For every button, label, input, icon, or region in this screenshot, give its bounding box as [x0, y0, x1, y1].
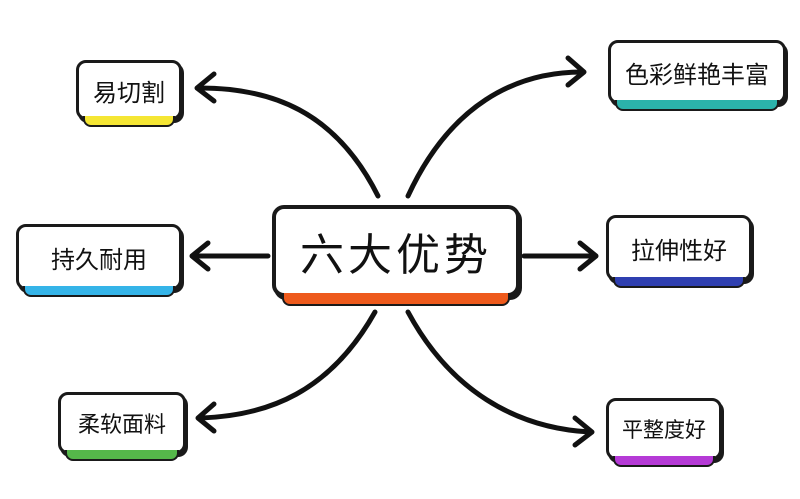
arrowhead-easy-cut [194, 71, 217, 104]
branch-easy-cut-box: 易切割 [76, 60, 182, 127]
branch-flatness-box: 平整度好 [606, 398, 722, 467]
arrowhead-durable [189, 240, 211, 272]
branch-soft-fabric-box: 柔软面料 [58, 392, 186, 461]
branch-stretch-color-bar [613, 277, 745, 288]
center-topic-box: 六大优势 [272, 205, 520, 306]
branch-colorful-box: 色彩鲜艳丰富 [608, 40, 786, 111]
arrow-to-flatness [405, 309, 593, 435]
arrowhead-colorful [565, 55, 587, 88]
branch-durable-color-bar [23, 286, 175, 297]
branch-colorful-label: 色彩鲜艳丰富 [625, 60, 769, 89]
branch-flatness-color-bar [613, 456, 715, 467]
branch-soft-fabric-color-bar [65, 450, 179, 461]
arrow-to-soft-fabric [197, 309, 378, 421]
arrowhead-soft-fabric [195, 401, 217, 434]
branch-durable-box: 持久耐用 [16, 224, 182, 297]
branch-colorful-color-bar [615, 100, 779, 111]
branch-easy-cut-label: 易切割 [93, 78, 165, 107]
arrowhead-stretch [577, 240, 599, 272]
center-topic-color-bar [282, 293, 510, 306]
arrow-to-easy-cut [197, 85, 381, 199]
branch-durable-label: 持久耐用 [51, 245, 147, 274]
center-topic-label: 六大优势 [300, 230, 492, 281]
branch-stretch-label: 拉伸性好 [631, 236, 727, 265]
branch-easy-cut-color-bar [83, 116, 175, 127]
arrowhead-flatness [572, 415, 595, 448]
branch-stretch-box: 拉伸性好 [606, 215, 752, 288]
branch-soft-fabric-label: 柔软面料 [77, 413, 166, 438]
branch-flatness-label: 平整度好 [622, 418, 706, 442]
arrow-to-colorful [405, 69, 585, 199]
